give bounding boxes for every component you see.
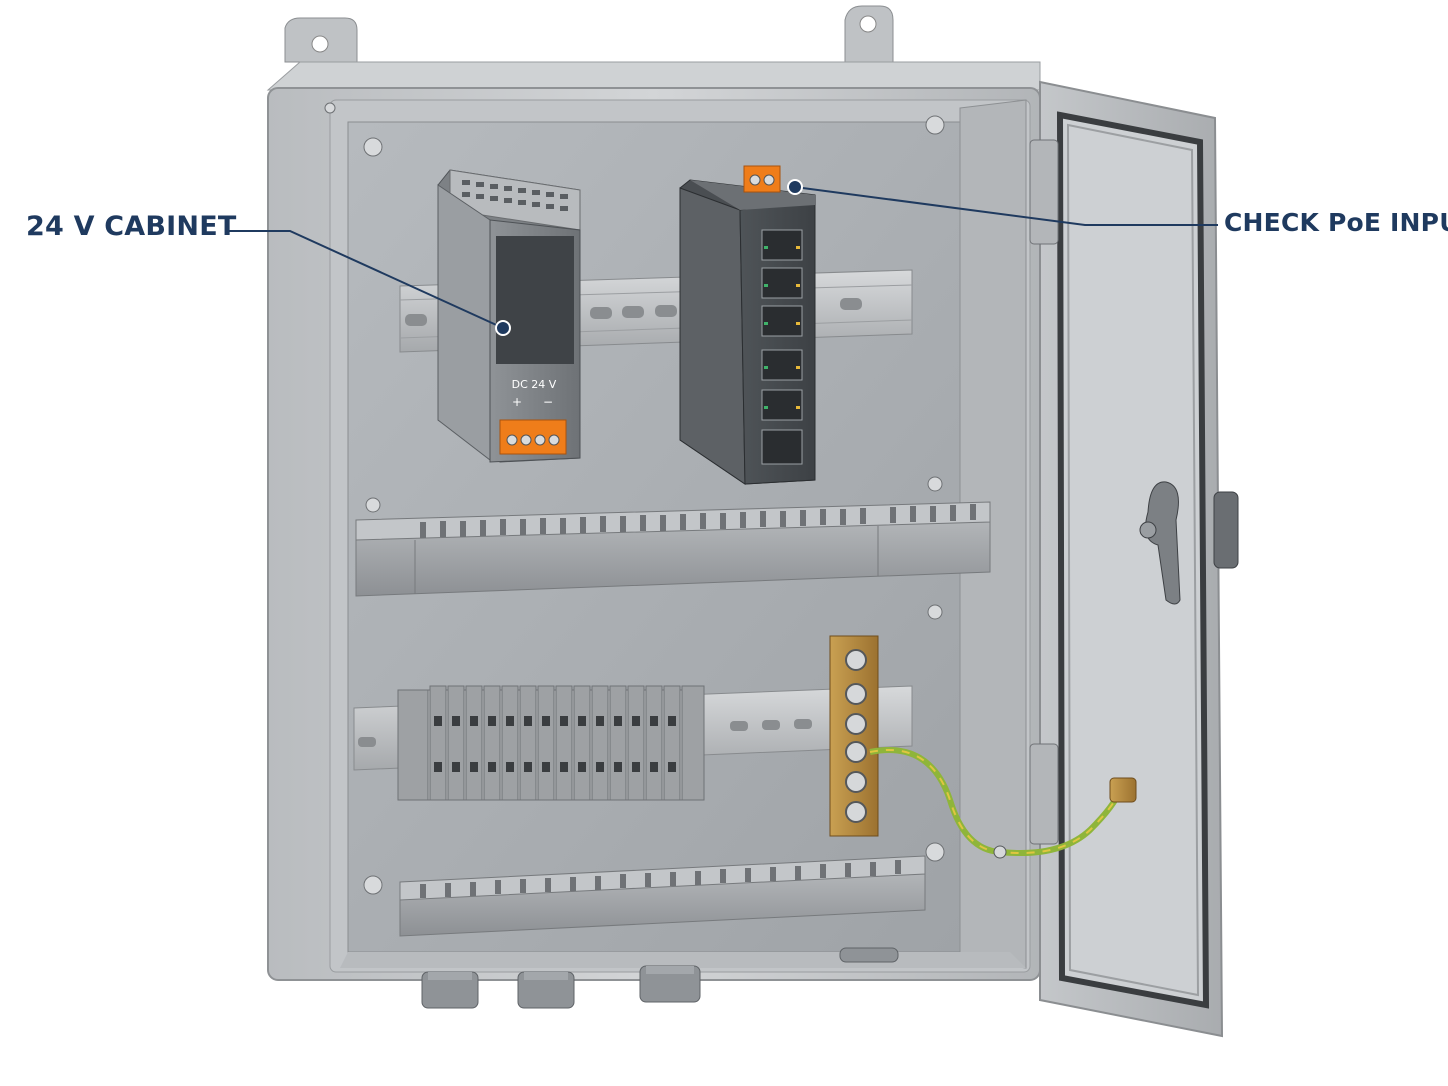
power-supply-24v: DC 24 V + − [437, 169, 581, 463]
poe-ethernet-switch [679, 165, 816, 485]
psu-voltage-label: DC 24 V [512, 378, 557, 391]
door-handle [1139, 481, 1239, 605]
callout-label-check-poe-input: CHECK PoE INPUT [1224, 208, 1448, 237]
psu-plus-label: + [512, 395, 522, 409]
callout-leaders [228, 186, 1218, 329]
leader-line-left [228, 230, 504, 329]
mounting-tab [844, 5, 894, 63]
switch-power-terminal [743, 165, 781, 193]
psu-output-terminal [499, 419, 567, 455]
callout-dot-left [495, 320, 511, 336]
psu-vent-grille [462, 180, 568, 211]
door-hinges [1029, 139, 1059, 845]
psu-minus-label: − [543, 395, 553, 409]
callout-label-24v-cabinet: 24 V CABINET [26, 211, 237, 242]
enclosure-body [266, 5, 1041, 981]
ground-wire [869, 747, 1137, 859]
wire-duct-lower [399, 855, 926, 937]
corner-screws [324, 102, 945, 895]
enclosure-door [1029, 80, 1239, 1038]
leader-line-right [794, 186, 1218, 226]
rj45-ports [761, 229, 803, 465]
ground-bus-bar [829, 635, 879, 837]
wire-duct-upper [355, 501, 991, 597]
callout-dot-right [787, 179, 803, 195]
terminal-blocks [397, 685, 705, 801]
cable-glands [421, 947, 899, 1009]
